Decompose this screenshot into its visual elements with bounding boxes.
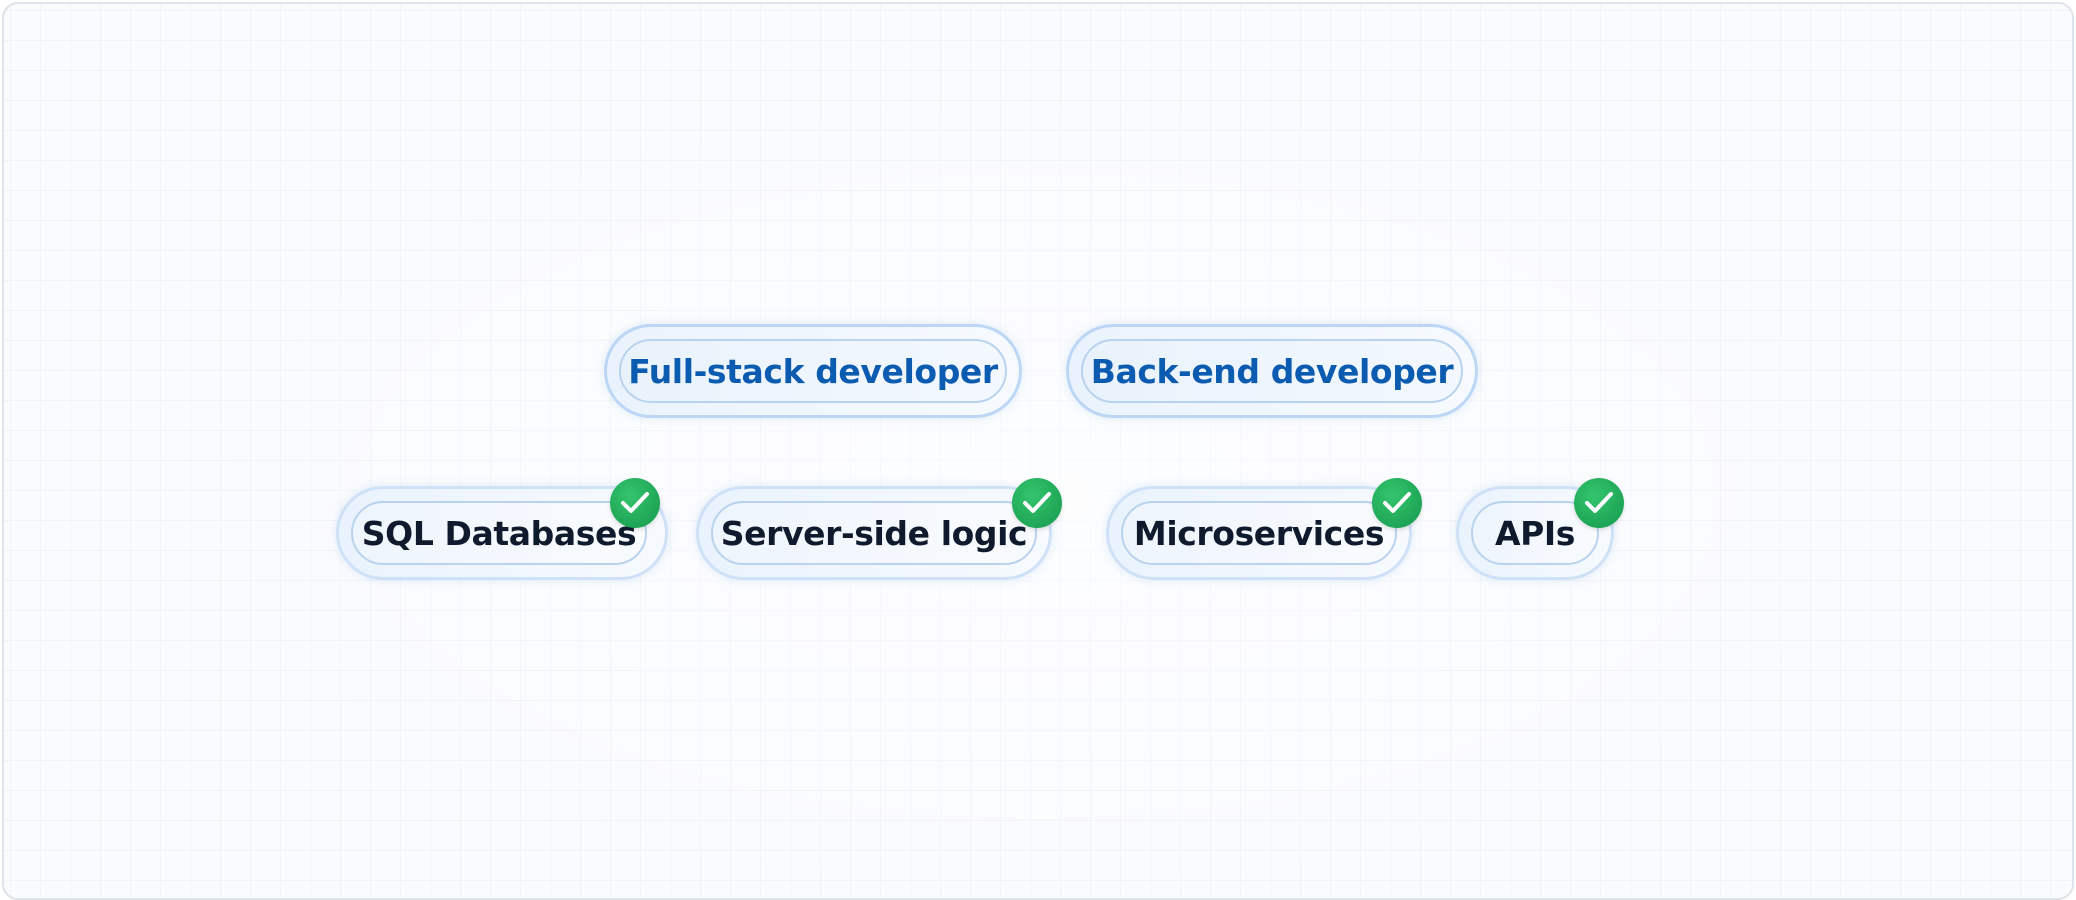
role-label: Full-stack developer — [628, 351, 998, 391]
role-chip: Full-stack developer — [619, 339, 1007, 403]
skill-chip: SQL Databases — [351, 501, 647, 565]
skill-label: APIs — [1494, 513, 1576, 553]
skill-pill-server-side-logic[interactable]: Server-side logic — [696, 486, 1052, 580]
role-pill-full-stack-developer[interactable]: Full-stack developer — [604, 324, 1022, 418]
role-label: Back-end developer — [1090, 351, 1454, 391]
skill-chip: Server-side logic — [711, 501, 1037, 565]
skill-chip: Microservices — [1121, 501, 1397, 565]
checkmark-icon — [1012, 478, 1062, 528]
skill-label: Microservices — [1133, 513, 1385, 553]
skill-label: SQL Databases — [361, 513, 637, 553]
skill-pill-microservices[interactable]: Microservices — [1106, 486, 1412, 580]
checkmark-icon — [1372, 478, 1422, 528]
skill-label: Server-side logic — [720, 513, 1028, 553]
role-chip: Back-end developer — [1081, 339, 1463, 403]
checkmark-icon — [1574, 478, 1624, 528]
role-pill-back-end-developer[interactable]: Back-end developer — [1066, 324, 1478, 418]
checkmark-icon — [610, 478, 660, 528]
